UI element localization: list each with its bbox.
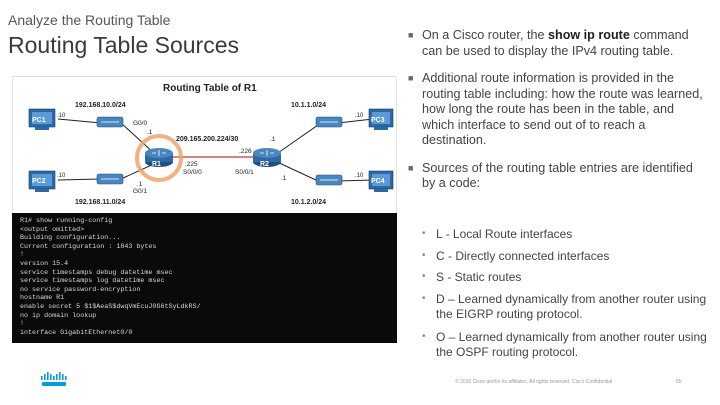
bullet-item: ■ Sources of the routing table entries a… (408, 161, 708, 192)
host-address: .10 (355, 173, 364, 179)
bullet-text: On a Cisco router, the (422, 28, 545, 42)
bullet-item: ■ Additional route information is provid… (408, 71, 708, 149)
interface-address: .1 (137, 181, 143, 188)
terminal-line: ! (20, 251, 25, 260)
pc-label: PC3 (371, 117, 385, 124)
host-address: .10 (57, 173, 66, 179)
diagram-heading: Routing Table of R1 (163, 83, 257, 94)
pc-icon (368, 170, 394, 192)
host-address: .10 (355, 113, 364, 119)
host-address: .10 (57, 113, 66, 119)
page-number: 65 (676, 379, 682, 385)
bullet-list: ■ On a Cisco router, the show ip route c… (408, 28, 708, 204)
terminal-line: no service password-encryption (20, 285, 141, 294)
network-label: 192.168.11.0/24 (75, 199, 125, 206)
square-bullet-icon: ■ (408, 30, 414, 40)
route-code-text: S - Static routes (436, 270, 522, 284)
route-code-item: • C - Directly connected interfaces (422, 249, 714, 264)
dot-bullet-icon: • (422, 228, 426, 239)
terminal-line: Current configuration : 1843 bytes (20, 242, 157, 251)
terminal-line: <output omitted> (20, 225, 85, 234)
topology-svg: Routing Table of R1 192.168.10.0/24 10.1… (28, 83, 394, 206)
router-icon (145, 148, 173, 167)
bullet-item: ■ On a Cisco router, the show ip route c… (408, 28, 708, 59)
route-code-item: • O – Learned dynamically from another r… (422, 330, 714, 359)
bullet-text: Additional route information is provided… (422, 71, 703, 147)
network-label: 192.168.10.0/24 (75, 102, 126, 109)
terminal-line: service timestamps log datetime msec (20, 277, 165, 286)
switch-icon (315, 174, 343, 186)
pc-icon (28, 108, 56, 130)
terminal-output: R1# show running-config <output omitted>… (12, 213, 397, 343)
dot-bullet-icon: • (422, 271, 426, 282)
network-topology-diagram: Routing Table of R1 192.168.10.0/24 10.1… (12, 76, 397, 214)
square-bullet-icon: ■ (408, 73, 414, 83)
dot-bullet-icon: • (422, 331, 426, 342)
router-label: R2 (260, 161, 269, 168)
bullet-text: command can be used to display the IPv4 … (422, 28, 689, 58)
terminal-line: version 15.4 (20, 259, 69, 268)
interface-address: .1 (281, 175, 287, 182)
bullet-command: show ip route (548, 28, 630, 42)
interface-label: G0/1 (133, 188, 147, 195)
network-label: 10.1.1.0/24 (291, 102, 326, 109)
terminal-line: enable secret 5 $1$AeaS$dwqVmEcuJ0G6tSyL… (20, 302, 201, 311)
network-label: 209.165.200.224/30 (176, 136, 238, 143)
switch-icon (96, 173, 124, 185)
interface-address: .1 (270, 136, 276, 143)
pc-label: PC1 (32, 117, 46, 124)
interface-label: S0/0/0 (183, 169, 202, 176)
cisco-logo-icon (41, 372, 67, 386)
route-code-item: • S - Static routes (422, 270, 714, 285)
slide-title: Routing Table Sources (8, 32, 239, 58)
interface-address: .1 (147, 129, 153, 136)
interface-address: .226 (239, 148, 252, 155)
pc-label: PC4 (371, 178, 385, 185)
dot-bullet-icon: • (422, 250, 426, 261)
route-code-text: L - Local Route interfaces (436, 227, 573, 241)
terminal-line: Building configuration... (20, 234, 121, 243)
route-code-text: O – Learned dynamically from another rou… (436, 330, 707, 359)
router-highlight (135, 134, 183, 182)
route-code-item: • D – Learned dynamically from another r… (422, 292, 714, 321)
copyright-footer: © 2016 Cisco and/or its affiliates. All … (455, 379, 613, 385)
interface-label: S0/0/1 (235, 169, 254, 176)
bullet-text: Sources of the routing table entries are… (422, 160, 693, 191)
terminal-line: no ip domain lookup (20, 311, 97, 320)
switch-icon (96, 116, 124, 128)
pc-icon (368, 108, 394, 130)
terminal-line: interface GigabitEthernet0/0 (20, 328, 133, 337)
slide-supertitle: Analyze the Routing Table (8, 12, 171, 28)
terminal-line: service timestamps debug datetime msec (20, 268, 173, 277)
pc-icon (28, 170, 56, 192)
terminal-line: hostname R1 (20, 294, 65, 303)
pc-label: PC2 (32, 178, 46, 185)
router-icon (253, 148, 281, 167)
interface-address: .225 (185, 161, 198, 168)
network-label: 10.1.2.0/24 (291, 199, 326, 206)
switch-icon (315, 116, 343, 128)
square-bullet-icon: ■ (408, 162, 414, 173)
router-label: R1 (152, 161, 161, 168)
dot-bullet-icon: • (422, 293, 426, 304)
terminal-line: R1# show running-config (20, 217, 113, 225)
route-code-item: • L - Local Route interfaces (422, 227, 714, 242)
route-code-text: D – Learned dynamically from another rou… (436, 292, 707, 321)
route-code-text: C - Directly connected interfaces (436, 249, 610, 263)
interface-label: G0/0 (133, 120, 147, 127)
terminal-line: ! (20, 320, 25, 329)
